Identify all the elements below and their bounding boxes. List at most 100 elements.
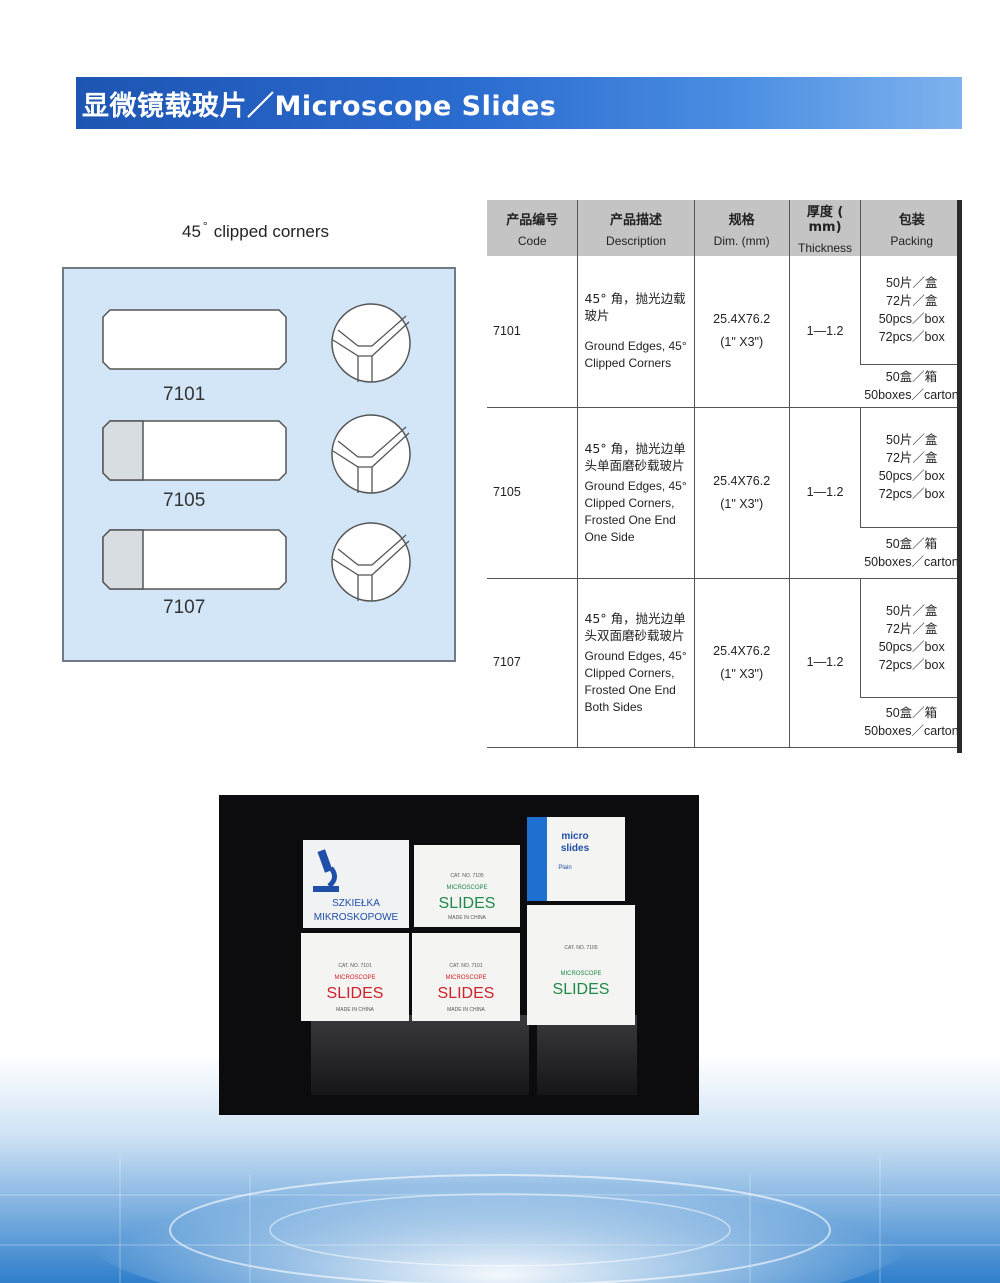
diagram-caption: 45° clipped corners [182,219,329,242]
cell-packing-box: 50片／盒 72片／盒 50pcs／box 72pcs／box [860,256,962,365]
product-box-green-large: CAT. NO. 7105 MICROSCOPE SLIDES [527,905,635,1025]
cell-code: 7105 [487,407,578,579]
desc-zh: 45° 角，抛光边单头单面磨砂载玻片 [584,440,686,473]
dim-inch: (1" X3") [720,666,764,681]
cell-description: 45° 角，抛光边单头单面磨砂载玻片 Ground Edges, 45° Cli… [577,407,695,579]
plinth [537,1015,637,1095]
corner-detail-7107-icon [331,522,411,602]
slide-7101-drawing [102,309,287,370]
table-row: 50盒／箱 50boxes／carton [487,697,962,748]
box-brand: SZKIEŁKA [332,898,380,909]
pack-en-50: 50pcs／box [878,639,945,654]
cell-description: 45° 角，抛光边单头双面磨砂载玻片 Ground Edges, 45° Cli… [577,578,695,748]
box-cat: CAT. NO. 7101 [449,963,483,969]
box-made: MADE IN CHINA [448,915,486,921]
cell-dimension: 25.4X76.2 (1" X3") [693,407,790,579]
dim-inch: (1" X3") [720,496,764,511]
desc-en: Ground Edges, 45° Clipped Corners, Frost… [584,478,687,544]
caption-angle: 45 [182,222,201,241]
table-right-edge [957,200,962,753]
caption-degree: ° [202,219,208,233]
cell-code: 7107 [487,578,578,748]
box-cat: CAT. NO. 7105 [564,945,598,951]
table-row: 7107 45° 角，抛光边单头双面磨砂载玻片 Ground Edges, 45… [487,578,962,748]
dim-mm: 25.4X76.2 [713,643,771,658]
slide-diagram-panel: 7101 7105 7107 [62,267,456,662]
box-sub: Plain [558,865,572,871]
product-photo: SZKIEŁKA MIKROSKOPOWE CAT. NO. 7105 MICR… [219,795,699,1115]
pack-zh-50: 50片／盒 [886,433,938,447]
product-box-micro: micro slides Plain [527,817,625,901]
cell-dimension: 25.4X76.2 (1" X3") [693,256,790,408]
box-brand-2: MIKROSKOPOWE [313,912,399,923]
carton-en: 50boxes／carton [864,387,959,402]
box-title: MICROSCOPE [334,975,376,981]
corner-detail-7105-icon [331,414,411,494]
box-cat: CAT. NO. 7101 [338,963,372,969]
box-made: MADE IN CHINA [447,1007,485,1013]
pack-en-72: 72pcs／box [878,487,945,501]
cell-thickness: 1—1.2 [788,256,861,408]
slide-7105-drawing [102,420,287,481]
pack-en-72: 72pcs／box [878,657,945,672]
table-row: 50盒／箱 50boxes／carton [487,364,962,408]
dim-inch: (1" X3") [720,335,764,350]
cell-packing-carton: 50盒／箱 50boxes／carton [860,527,962,579]
table-row: 7101 45° 角，抛光边载玻片 Ground Edges, 45° Clip… [487,256,962,408]
pack-en-72: 72pcs／box [878,329,945,344]
desc-en: Ground Edges, 45° Clipped Corners, Frost… [584,648,687,714]
box-title: MICROSCOPE [560,971,602,977]
product-box-szkielka: SZKIEŁKA MIKROSKOPOWE [303,840,409,928]
box-made: MADE IN CHINA [336,1007,374,1013]
pack-zh-50: 50片／盒 [886,275,938,290]
plinth [311,1015,429,1095]
cell-packing-carton: 50盒／箱 50boxes／carton [860,697,962,748]
cell-thickness: 1—1.2 [788,578,861,748]
cell-code: 7101 [487,256,578,408]
box-big: SLIDES [552,981,610,998]
product-box-green: CAT. NO. 7105 MICROSCOPE SLIDES MADE IN … [414,845,520,927]
box-title: MICROSCOPE [446,885,488,891]
product-box-red: CAT. NO. 7101 MICROSCOPE SLIDES MADE IN … [301,933,409,1021]
page-title: 显微镜载玻片／Microscope Slides [82,91,557,122]
caption-text: clipped corners [213,222,330,241]
cell-thickness: 1—1.2 [788,407,861,579]
dim-mm: 25.4X76.2 [713,312,771,327]
pack-en-50: 50pcs／box [878,469,945,483]
slide-label-7101: 7101 [163,384,206,405]
pack-zh-72: 72片／盒 [886,451,938,465]
product-box-red: CAT. NO. 7101 MICROSCOPE SLIDES MADE IN … [412,933,520,1021]
pack-zh-50: 50片／盒 [886,603,938,618]
desc-zh: 45° 角，抛光边载玻片 [584,291,686,324]
box-title-2: slides [560,843,590,854]
box-title: MICROSCOPE [445,975,487,981]
pack-en-50: 50pcs／box [878,311,945,326]
carton-zh: 50盒／箱 [885,536,938,551]
header-thickness: 厚度 ( mm)Thickness [788,200,861,256]
box-title: micro [561,831,589,842]
cell-packing-box: 50片／盒 72片／盒 50pcs／box 72pcs／box [860,407,962,528]
carton-zh: 50盒／箱 [885,706,938,720]
box-big: SLIDES [438,895,496,912]
pack-zh-72: 72片／盒 [886,621,938,636]
carton-en: 50boxes／carton [864,554,959,569]
plinth [424,1015,529,1095]
cell-packing-box: 50片／盒 72片／盒 50pcs／box 72pcs／box [860,578,962,698]
box-big: SLIDES [437,985,495,1002]
desc-zh: 45° 角，抛光边单头双面磨砂载玻片 [584,610,686,643]
box-cat: CAT. NO. 7105 [450,873,484,879]
cell-packing-carton: 50盒／箱 50boxes／carton [860,364,962,408]
microscope-icon [313,849,339,892]
carton-en: 50boxes／carton [864,724,959,738]
desc-en: Ground Edges, 45° Clipped Corners [584,339,687,371]
table-row: 7105 45° 角，抛光边单头单面磨砂载玻片 Ground Edges, 45… [487,407,962,579]
pack-zh-72: 72片／盒 [886,293,938,308]
slide-7107-drawing [102,529,287,590]
corner-detail-7101-icon [331,303,411,383]
cell-dimension: 25.4X76.2 (1" X3") [693,578,790,748]
dim-mm: 25.4X76.2 [713,473,771,488]
